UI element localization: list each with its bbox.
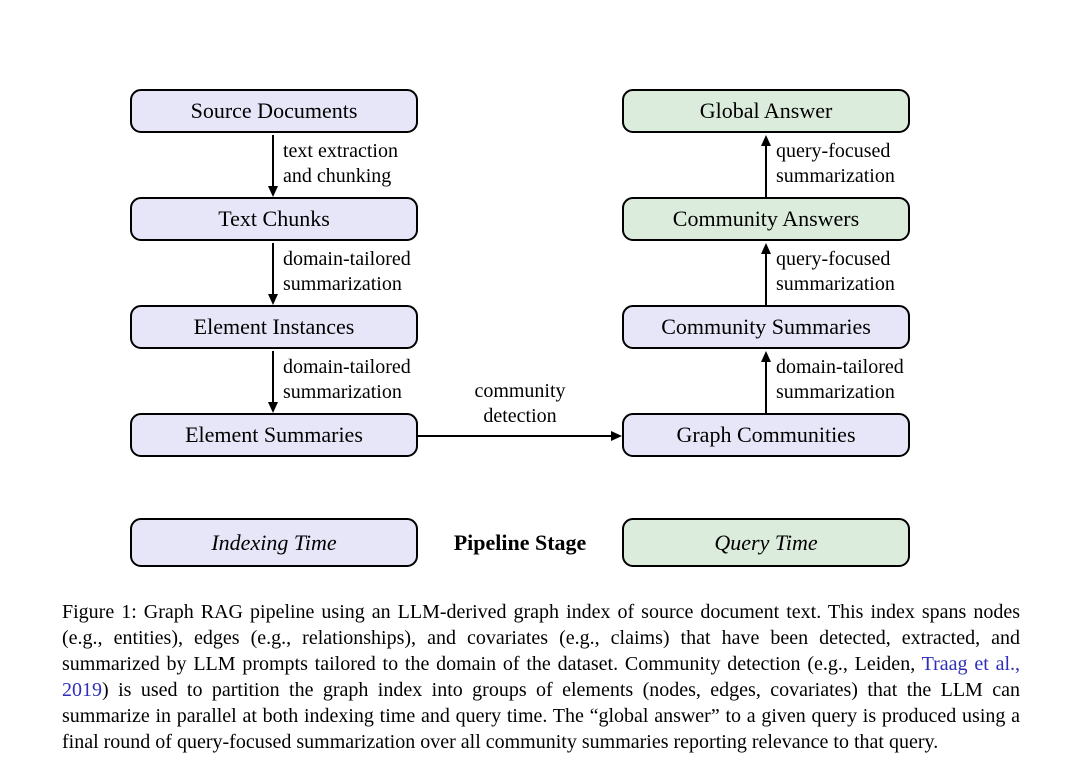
arrowhead-up-icon	[761, 243, 771, 254]
edge-label-community-summarization: domain-tailored summarization	[776, 356, 904, 403]
edge-label-answer-qfs: query-focused summarization	[776, 140, 895, 187]
caption-text-before: Figure 1: Graph RAG pipeline using an LL…	[62, 601, 1020, 675]
edge-summary-qfs	[761, 243, 771, 305]
node-community-summaries: Community Summaries	[622, 305, 910, 349]
node-label: Source Documents	[190, 98, 358, 123]
node-global-answer: Global Answer	[622, 89, 910, 133]
node-label: Element Instances	[193, 314, 355, 339]
node-text-chunks: Text Chunks	[130, 197, 418, 241]
node-label: Community Answers	[672, 206, 860, 231]
node-element-summaries: Element Summaries	[130, 413, 418, 457]
legend-pipeline-stage: Pipeline Stage	[453, 529, 587, 555]
node-label: Text Chunks	[218, 206, 330, 231]
caption-text-after: ) is used to partition the graph index i…	[62, 679, 1020, 753]
node-label: Community Summaries	[661, 314, 871, 339]
edge-label-community-detection: community detection	[474, 380, 566, 427]
arrow-line	[765, 361, 767, 413]
legend-indexing-time: Indexing Time	[130, 518, 418, 567]
edge-community-summarization	[761, 351, 771, 413]
arrow-line	[418, 435, 612, 437]
node-label: Graph Communities	[676, 422, 856, 447]
arrowhead-down-icon	[268, 294, 278, 305]
node-graph-communities: Graph Communities	[622, 413, 910, 457]
legend-label: Query Time	[714, 529, 818, 555]
edge-instance-summarization	[268, 351, 278, 413]
arrow-line	[765, 145, 767, 197]
node-source-documents: Source Documents	[130, 89, 418, 133]
arrowhead-right-icon	[611, 431, 622, 441]
edge-label-text-extraction: text extraction and chunking	[283, 140, 398, 187]
arrow-line	[272, 243, 274, 295]
edge-text-extraction	[268, 135, 278, 197]
node-label: Global Answer	[699, 98, 833, 123]
arrow-line	[272, 351, 274, 403]
node-element-instances: Element Instances	[130, 305, 418, 349]
arrow-line	[765, 253, 767, 305]
edge-answer-qfs	[761, 135, 771, 197]
node-community-answers: Community Answers	[622, 197, 910, 241]
arrowhead-down-icon	[268, 402, 278, 413]
node-label: Element Summaries	[185, 422, 363, 447]
legend-label: Indexing Time	[211, 529, 337, 555]
graph-rag-pipeline-diagram: Source Documents Text Chunks Element Ins…	[130, 89, 910, 567]
citation-link[interactable]: Traag et al., 2019	[62, 653, 1020, 701]
figure-caption: Figure 1: Graph RAG pipeline using an LL…	[62, 599, 1020, 755]
edge-label-chunk-summarization: domain-tailored summarization	[283, 248, 411, 295]
arrow-line	[272, 135, 274, 187]
arrowhead-up-icon	[761, 135, 771, 146]
arrowhead-down-icon	[268, 186, 278, 197]
legend-query-time: Query Time	[622, 518, 910, 567]
arrowhead-up-icon	[761, 351, 771, 362]
edge-chunk-summarization	[268, 243, 278, 305]
edge-label-summary-qfs: query-focused summarization	[776, 248, 895, 295]
edge-label-instance-summarization: domain-tailored summarization	[283, 356, 411, 403]
edge-community-detection	[418, 431, 622, 441]
